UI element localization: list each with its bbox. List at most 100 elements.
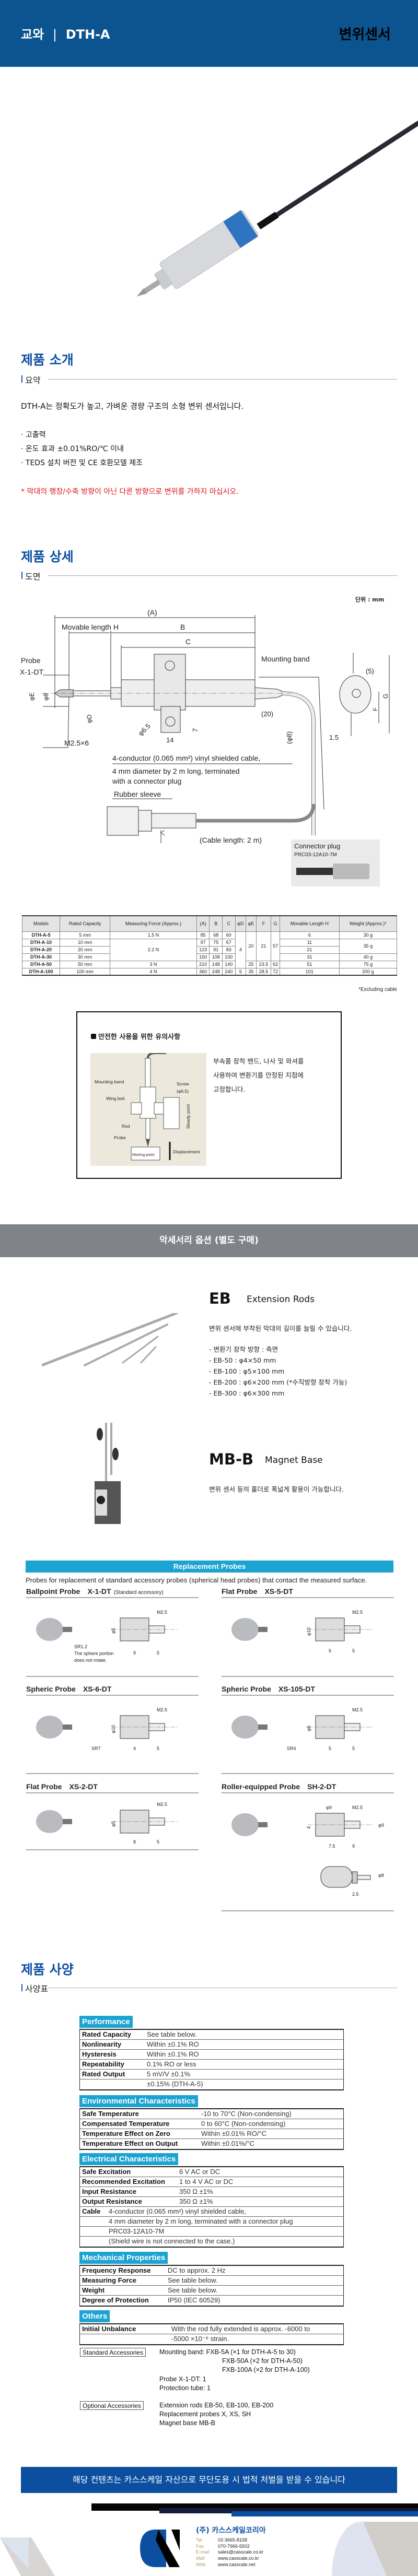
- probe-dimension-label: SR1.2: [74, 1644, 87, 1649]
- spec-label: Recommended Excitation: [82, 2178, 165, 2185]
- spec-label: Safe Excitation: [82, 2168, 131, 2176]
- probe-dimension-label: φ5: [111, 1628, 116, 1634]
- spec-value: Within ±0.01% RO/°C: [201, 2130, 267, 2137]
- probe-dimension-label: M2.5: [352, 1805, 363, 1810]
- spec-subheading: 사양표: [21, 1982, 397, 1994]
- spec-value: 4 mm diameter by 2 m long, terminated wi…: [109, 2217, 293, 2225]
- contact-value: www.casscale.co.kr: [218, 2556, 259, 2561]
- table-cell: 75 g: [339, 960, 398, 968]
- spec-value: With the rod fully extended is approx. -…: [171, 2325, 310, 2333]
- replacement-probes-description: Probes for replacement of standard acces…: [26, 1576, 367, 1584]
- probe-dimension-label: 8: [133, 1839, 136, 1845]
- eb-description: 변위 센서에 부착된 막대의 길이를 늘릴 수 있습니다.: [209, 1325, 352, 1332]
- table-header-cell: Weight (Approx.)*: [339, 915, 398, 932]
- spec-value: (Shield wire is not connected to the cas…: [109, 2237, 235, 2245]
- table-cell: 75: [209, 938, 223, 947]
- dim-a: (A): [147, 608, 157, 617]
- spec-row: ±0.15% (DTH-A-5): [80, 2079, 343, 2089]
- caution-text-line: 사용하여 변환기를 안정된 지점에: [213, 1071, 304, 1079]
- table-cell: 140: [222, 960, 236, 968]
- probe-name: Spheric Probe: [26, 1685, 76, 1693]
- probe-dimension-label: 7.5: [329, 1844, 335, 1849]
- dim-5: (5): [366, 667, 374, 675]
- dim-phi-e: φE: [28, 692, 36, 701]
- brand-name: 교와: [21, 27, 44, 42]
- copyright-notice: 해당 컨텐츠는 카스스케일 자산으로 무단도용 시 법적 처벌을 받을 수 있습…: [21, 2467, 397, 2493]
- connector-title: Connector plug: [294, 842, 341, 850]
- table-cell: 210: [196, 960, 210, 968]
- model-name: DTH-A: [65, 27, 110, 42]
- probe-dimension-label: φ9: [378, 1823, 384, 1828]
- spec-label: Repeatability: [82, 2060, 124, 2068]
- probe-name: Ballpoint Probe: [26, 1587, 80, 1596]
- dim-g: G: [382, 694, 389, 699]
- probe-model-label: X-1-DT: [20, 668, 44, 676]
- table-cell: 100: [222, 953, 236, 961]
- caution-label: Displacement: [173, 1149, 200, 1154]
- extension-rods-image: [42, 1313, 178, 1367]
- eb-code: EB: [209, 1290, 231, 1307]
- spec-value: 1 to 4 V AC or DC: [179, 2178, 234, 2185]
- spec-row: Safe Temperature-10 to 70°C (Non-condens…: [80, 2109, 343, 2119]
- probe-dimension-label: 5: [157, 1839, 159, 1845]
- table-header-cell: φD: [235, 915, 247, 932]
- spec-label: Compensated Temperature: [82, 2120, 170, 2128]
- table-cell: 72: [271, 967, 281, 976]
- probe-photo: [36, 1810, 63, 1833]
- probe-dimension-label: SR4: [287, 1746, 296, 1751]
- detail-subheading: 도면: [21, 570, 397, 582]
- table-cell: 5 mm: [60, 931, 111, 939]
- table-header-cell: G: [271, 915, 281, 932]
- spec-row: (Shield wire is not connected to the cas…: [80, 2237, 343, 2247]
- probe-photo: [36, 1618, 63, 1641]
- connector-plug-box: Connector plug PRC03-12A10-7M: [291, 840, 380, 887]
- product-photo: [136, 121, 418, 297]
- probe-dimension-label: 5: [352, 1648, 355, 1653]
- table-cell: 21: [280, 946, 340, 954]
- probe-dimension-label: M2.5: [157, 1802, 167, 1807]
- spec-value: See table below.: [147, 2030, 197, 2038]
- contact-label: Fax: [196, 2543, 204, 2549]
- intro-bullet: · 온도 효과 ±0.01%RO/℃ 이내: [21, 445, 124, 453]
- standard-accessory-line: FXB-100A (×2 for DTH-A-100): [222, 2366, 310, 2373]
- table-header-cell: F: [256, 915, 272, 932]
- spec-value: IP50 (IEC 60529): [168, 2296, 220, 2304]
- accessories-band: 악세서리 옵션 (별도 구매): [0, 1224, 418, 1257]
- probe-label: Probe: [21, 656, 41, 665]
- spec-section-table: Safe Temperature-10 to 70°C (Non-condens…: [79, 2108, 344, 2150]
- dim-14: 14: [166, 736, 173, 744]
- spec-label: Output Resistance: [82, 2197, 142, 2205]
- table-cell: 108: [209, 953, 223, 961]
- dim-phi-8: φ8: [42, 693, 50, 701]
- optional-accessory-line: Extension rods EB-50, EB-100, EB-200: [159, 2402, 274, 2409]
- caution-label: Moving point: [132, 1152, 155, 1157]
- table-cell: 21: [256, 931, 272, 961]
- spec-label: Weight: [82, 2286, 105, 2294]
- spec-row: 4 mm diameter by 2 m long, terminated wi…: [80, 2217, 343, 2227]
- table-cell: 11: [280, 938, 340, 947]
- table-cell: 62: [271, 960, 281, 968]
- spec-label: Input Resistance: [82, 2188, 137, 2195]
- company-name: (주) 카스스케일코리아: [196, 2526, 266, 2535]
- page-header: 교와 | DTH-A 변위센서: [0, 0, 418, 67]
- probe-dimension-label: φ5: [111, 1821, 116, 1827]
- caution-label: Wing bolt: [106, 1096, 125, 1101]
- spec-value: -10 to 70°C (Non-condensing): [201, 2110, 292, 2118]
- model-cell: DTH-A-50: [21, 960, 61, 968]
- table-cell: 60: [222, 931, 236, 939]
- spec-label: Hysteresis: [82, 2050, 117, 2058]
- eb-item: - EB-100 : φ5×100 mm: [209, 1367, 285, 1375]
- cable-spec-line: 4-conductor (0.065 mm²) vinyl shielded c…: [112, 754, 260, 762]
